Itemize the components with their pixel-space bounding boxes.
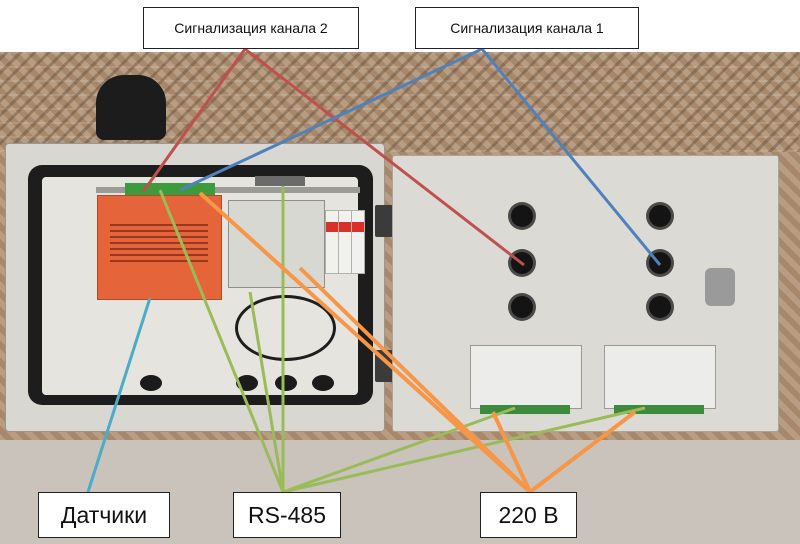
cable-coil bbox=[235, 295, 336, 361]
sensors-line bbox=[86, 297, 152, 493]
breaker-toggle bbox=[352, 222, 364, 232]
channel2-line bbox=[244, 47, 525, 267]
sensors-lines bbox=[86, 297, 152, 493]
rs485-line bbox=[158, 189, 285, 493]
io-module-terminals bbox=[480, 405, 570, 414]
antenna-icon bbox=[96, 75, 166, 140]
rs485-line bbox=[248, 291, 285, 493]
connector-knob-icon bbox=[649, 205, 671, 227]
cable-gland bbox=[312, 375, 334, 391]
rs485-line bbox=[282, 406, 516, 494]
channel1-line bbox=[480, 48, 662, 266]
door-hinge bbox=[375, 205, 393, 237]
cable-gland bbox=[140, 375, 162, 391]
breaker-toggle bbox=[326, 222, 338, 232]
terminal-block bbox=[255, 176, 305, 186]
channel1-lines bbox=[179, 47, 662, 266]
channel2-line bbox=[141, 48, 247, 193]
breaker-toggle bbox=[339, 222, 351, 232]
connector-knob-icon bbox=[511, 205, 533, 227]
label-sensors: Датчики bbox=[38, 492, 170, 538]
channel1-line bbox=[179, 47, 483, 192]
v220-line bbox=[198, 191, 532, 494]
controller-module-print bbox=[110, 222, 208, 262]
v220-line bbox=[298, 266, 532, 494]
label-channel1: Сигнализация канала 1 bbox=[415, 7, 639, 49]
io-module-terminals bbox=[614, 405, 704, 414]
din-rail bbox=[96, 187, 360, 193]
v220-line bbox=[491, 411, 532, 493]
channel2-lines bbox=[141, 47, 525, 267]
rs485-lines bbox=[158, 186, 646, 494]
cable-gland bbox=[275, 375, 297, 391]
v220-line bbox=[528, 410, 637, 494]
rs485-line bbox=[282, 406, 646, 494]
v220-lines bbox=[198, 191, 637, 494]
rs485-module bbox=[228, 200, 325, 288]
label-220v: 220 В bbox=[480, 492, 577, 538]
door-lock-icon bbox=[705, 268, 735, 306]
connector-knob-icon bbox=[511, 296, 533, 318]
label-channel2: Сигнализация канала 2 bbox=[143, 7, 359, 49]
connector-knob-icon bbox=[649, 296, 671, 318]
label-rs485: RS-485 bbox=[233, 492, 341, 538]
io-module-left bbox=[470, 345, 582, 409]
